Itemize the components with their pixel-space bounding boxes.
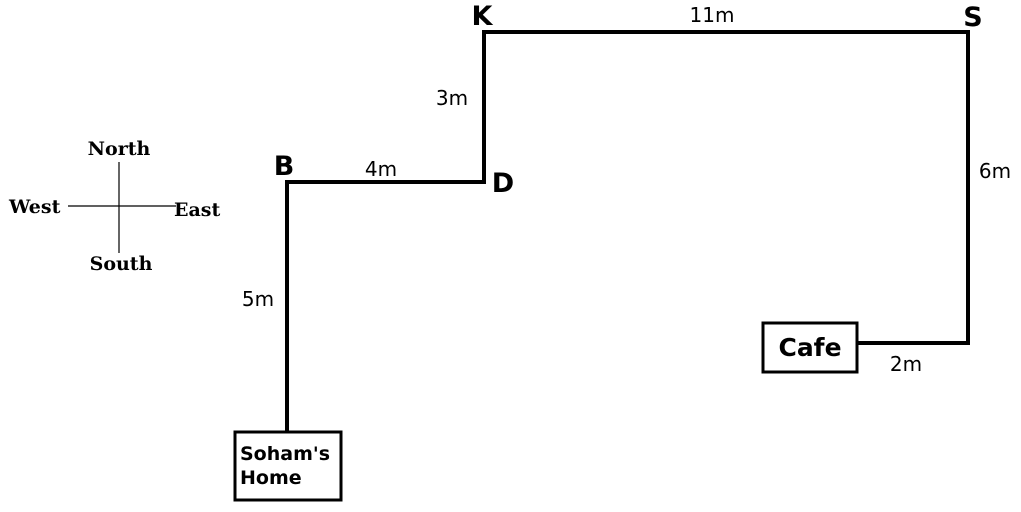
distance-b-d: 4m bbox=[365, 157, 397, 181]
compass-west-label: West bbox=[8, 196, 61, 218]
distance-home-b: 5m bbox=[242, 287, 274, 311]
route bbox=[285, 30, 970, 434]
cafe-label: Cafe bbox=[778, 333, 841, 362]
distance-s-vertical: 6m bbox=[979, 159, 1011, 183]
compass-south-label: South bbox=[90, 253, 153, 275]
compass-rose: North South West East bbox=[8, 138, 220, 275]
point-d-label: D bbox=[492, 168, 514, 199]
compass-east-label: East bbox=[174, 199, 220, 221]
distance-k-s: 11m bbox=[690, 3, 735, 27]
cafe-box: Cafe bbox=[761, 321, 859, 374]
home-box: Soham's Home bbox=[233, 430, 343, 502]
home-label-line1: Soham's bbox=[240, 443, 330, 465]
distance-cafe-horizontal: 2m bbox=[890, 352, 922, 376]
point-k-label: K bbox=[472, 1, 494, 32]
home-label-line2: Home bbox=[240, 467, 302, 489]
compass-north-label: North bbox=[88, 138, 151, 160]
point-b-label: B bbox=[274, 151, 295, 182]
point-s-label: S bbox=[963, 2, 982, 33]
distance-d-k: 3m bbox=[436, 86, 468, 110]
